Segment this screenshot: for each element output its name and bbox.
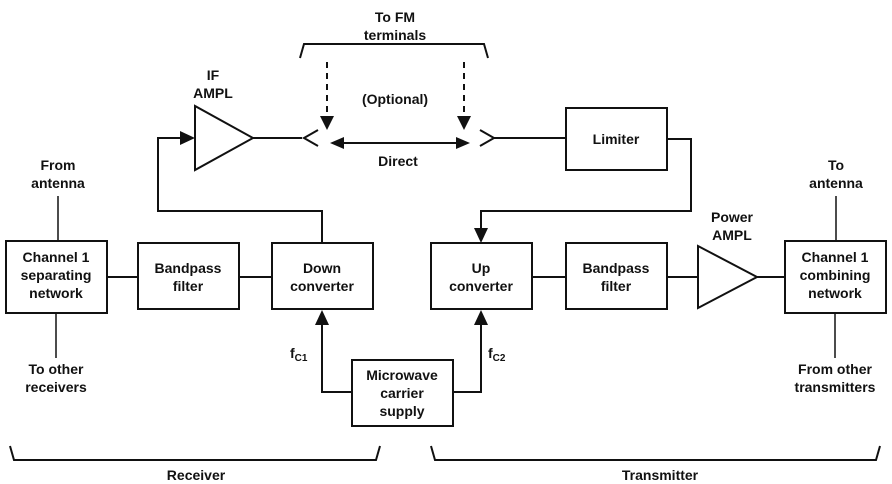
right-connector-chevron (479, 129, 497, 147)
to-antenna-label-line2: antenna (809, 175, 863, 191)
upconverter-input-arrow (474, 228, 488, 243)
left-connector-chevron (301, 129, 319, 147)
receiver-bracket (9, 445, 381, 461)
direct-arrow-left-head (330, 137, 344, 149)
microwave-supply-label-line3: supply (379, 403, 424, 419)
down-converter-label-line2: converter (290, 278, 354, 294)
bandpass-rx-label-line2: filter (173, 278, 204, 294)
down-converter-label-line1: Down (303, 260, 341, 276)
ifamp-input-arrow (180, 131, 195, 145)
channel1-separating-label-line2: separating (21, 267, 92, 283)
if-ampl-label-line2: AMPL (193, 85, 233, 101)
up-converter-label-line1: Up (472, 260, 491, 276)
downconverter-carrier-arrow (315, 310, 329, 325)
power-amplifier-triangle (697, 244, 760, 310)
limiter-block (565, 107, 668, 171)
bandpass-filter-tx-block (565, 242, 668, 310)
up-converter-block (430, 242, 533, 310)
to-fm-terminals-label-line2: terminals (364, 27, 426, 43)
channel1-combining-label-line3: network (808, 285, 862, 301)
bandpass-filter-rx-block (137, 242, 240, 310)
down-converter-block (271, 242, 374, 310)
limiter-label: Limiter (593, 131, 640, 147)
if-ampl-label-line1: IF (207, 67, 220, 83)
transmitter-bracket (430, 445, 881, 461)
supply-to-downconverter-wire (321, 324, 352, 393)
power-ampl-label-line2: AMPL (712, 227, 752, 243)
optional-arrow-left-head (320, 116, 334, 130)
optional-arrow-right-head (457, 116, 471, 130)
fc1-main: f (290, 345, 295, 361)
transmitter-label: Transmitter (622, 467, 699, 483)
direct-arrow-right-head (456, 137, 470, 149)
bandpass-tx-label-line2: filter (601, 278, 632, 294)
up-converter-label-line2: converter (449, 278, 513, 294)
fc1-label: fC1 (290, 345, 308, 364)
direct-label: Direct (378, 153, 418, 169)
channel1-separating-network-block (5, 240, 108, 314)
microwave-supply-label-line1: Microwave (366, 367, 438, 383)
fc1-subscript: C1 (295, 353, 308, 364)
if-amplifier-triangle (194, 104, 256, 172)
fc2-label: fC2 (488, 345, 506, 364)
microwave-supply-label-line2: carrier (380, 385, 424, 401)
to-other-receivers-label-line2: receivers (25, 379, 87, 395)
channel1-combining-label-line2: combining (800, 267, 871, 283)
bandpass-tx-label-line1: Bandpass (583, 260, 650, 276)
optional-label: (Optional) (362, 91, 428, 107)
power-ampl-label-line1: Power (711, 209, 754, 225)
downconverter-to-ifamp-wire (157, 137, 323, 243)
fc2-main: f (488, 345, 493, 361)
from-other-transmitters-label-line1: From other (798, 361, 872, 377)
channel1-combining-label-line1: Channel 1 (802, 249, 869, 265)
to-other-receivers-label-line1: To other (29, 361, 85, 377)
top-bracket (299, 43, 489, 59)
to-antenna-label-line1: To (828, 157, 844, 173)
channel1-separating-label-line1: Channel 1 (23, 249, 90, 265)
fc2-subscript: C2 (493, 353, 506, 364)
channel1-separating-label-line3: network (29, 285, 83, 301)
to-fm-terminals-label-line1: To FM (375, 9, 415, 25)
from-antenna-label-line1: From (41, 157, 76, 173)
upconverter-carrier-arrow (474, 310, 488, 325)
from-antenna-label-line2: antenna (31, 175, 85, 191)
limiter-to-upconverter-wire (480, 138, 692, 232)
supply-to-upconverter-wire (453, 324, 482, 393)
bandpass-rx-label-line1: Bandpass (155, 260, 222, 276)
receiver-label: Receiver (167, 467, 226, 483)
from-other-transmitters-label-line2: transmitters (795, 379, 876, 395)
